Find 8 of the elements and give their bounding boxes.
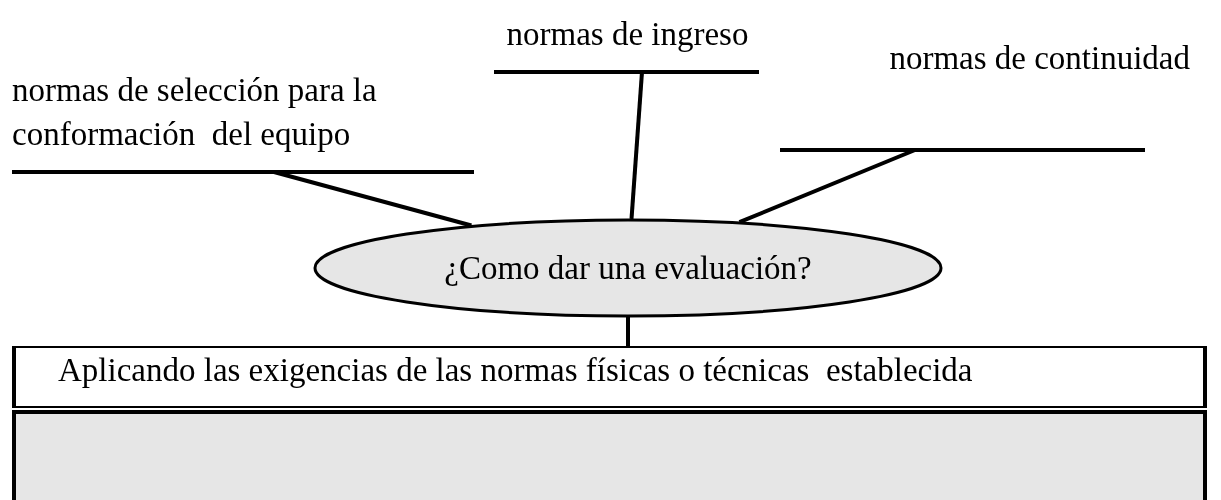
- label-text: normas de selección para la conformación del equipo: [12, 71, 378, 154]
- shaded-box: [12, 410, 1207, 500]
- label-text: Aplicando las exigencias de las normas físicas o técnicas establecida: [58, 351, 973, 390]
- text-box: [12, 346, 1207, 408]
- label-text: normas de ingreso: [506, 15, 749, 54]
- connector-line: [626, 317, 630, 346]
- question-text: ¿Como dar una evaluación?: [444, 249, 812, 288]
- label-text: normas de continuidad: [889, 39, 1190, 78]
